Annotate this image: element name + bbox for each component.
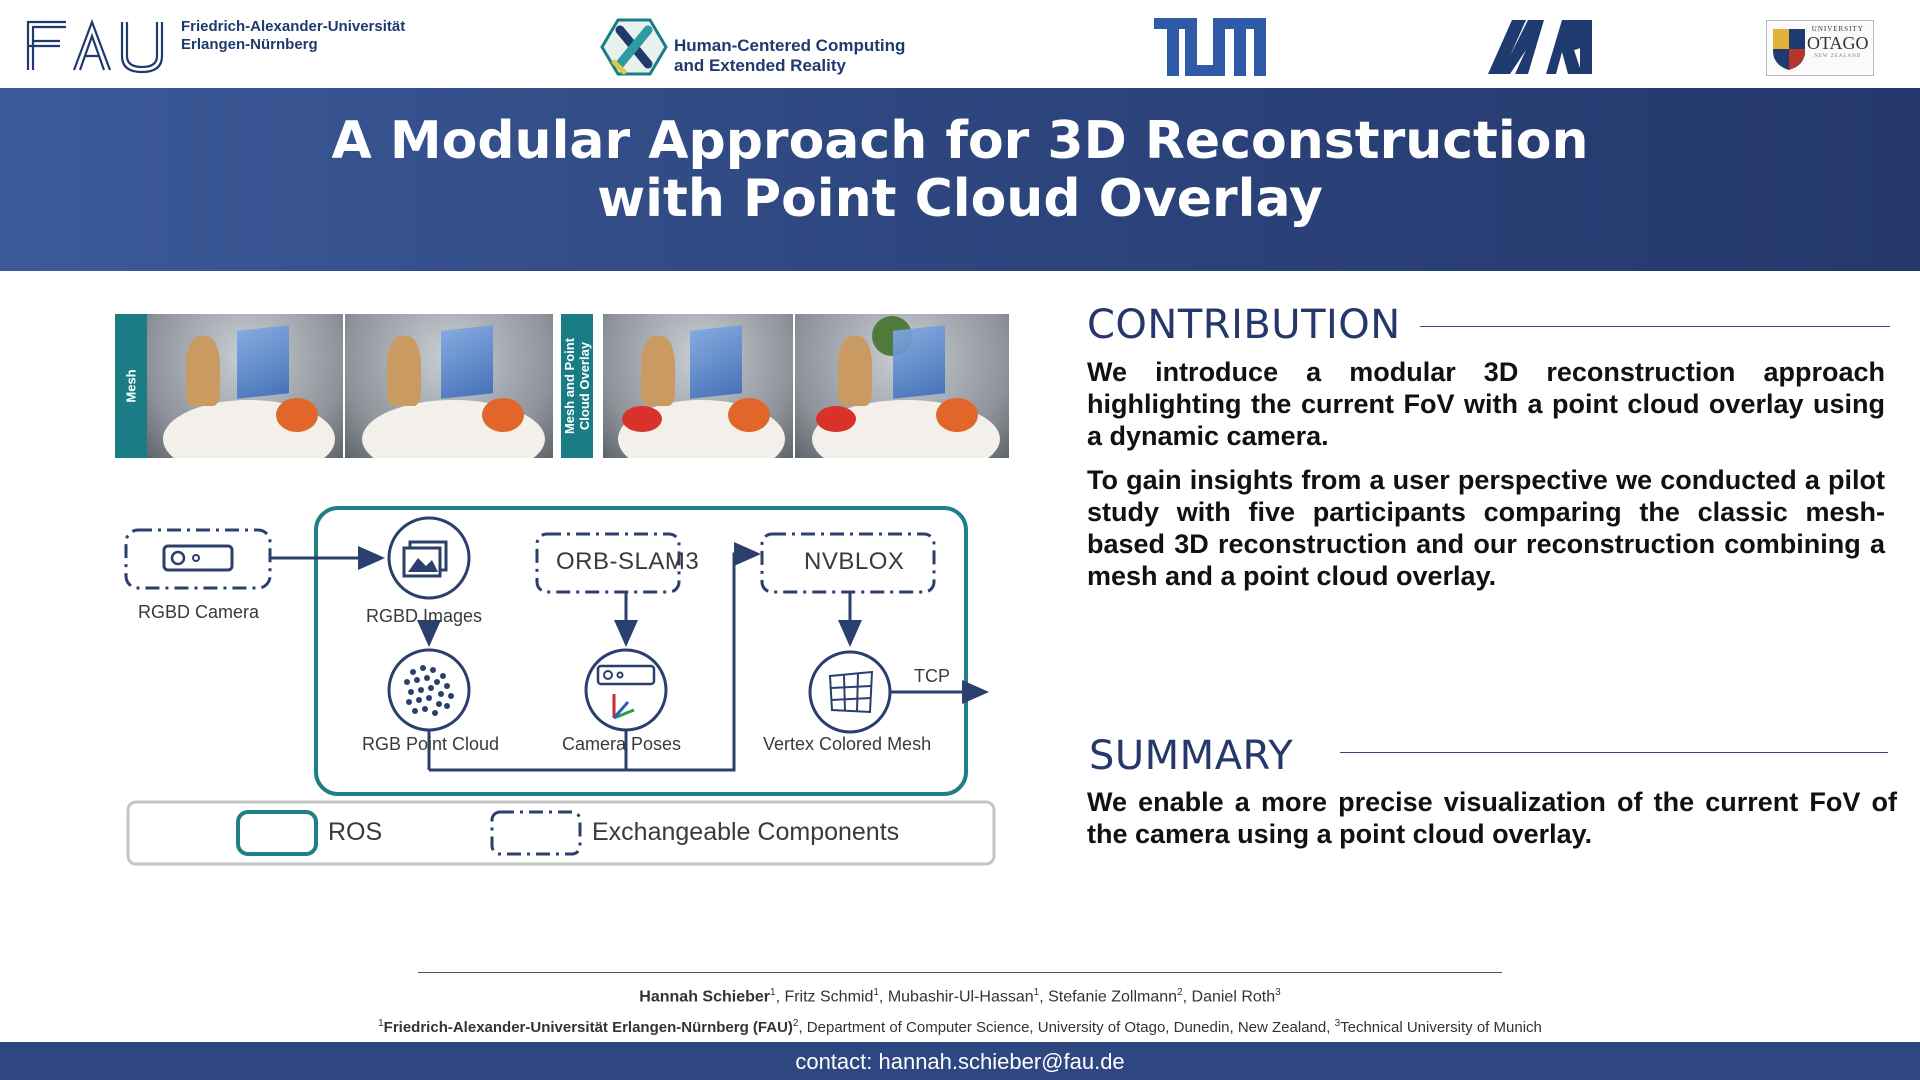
contact-email[interactable]: contact: hannah.schieber@fau.de: [795, 1049, 1125, 1074]
mri-logo-mark: [1488, 20, 1592, 74]
fau-line2: Erlangen-Nürnberg: [181, 36, 318, 53]
camera-poses-node: [584, 648, 668, 732]
author-3-sup: 1: [1033, 987, 1040, 998]
orb-slam3-box: [535, 532, 681, 594]
contribution-paragraph-1: We introduce a modular 3D reconstruction…: [1087, 357, 1885, 451]
label-rgb-point-cloud: RGB Point Cloud: [362, 734, 500, 754]
ros-container: [314, 506, 968, 796]
vertex-colored-mesh-node: [808, 650, 892, 734]
fau-logo: Friedrich-Alexander-Universität Erlangen…: [26, 18, 426, 78]
summary-rule: [1340, 752, 1888, 753]
label-orb-slam3: ORB-SLAM3: [556, 548, 700, 575]
legend-box: [126, 800, 996, 866]
hcx-logo-text: Human-Centered Computing and Extended Re…: [674, 36, 905, 76]
hcx-logo: Human-Centered Computing and Extended Re…: [600, 16, 930, 78]
affiliation-list: 1Friedrich-Alexander-Universität Erlange…: [0, 1018, 1920, 1036]
contact-bar: contact: hannah.schieber@fau.de: [0, 1042, 1920, 1080]
label-camera-poses: Camera Poses: [562, 734, 682, 754]
pipeline-diagram-graphics: [124, 506, 996, 866]
affil-2-sup: 2: [792, 1018, 799, 1029]
hcx-line1: Human-Centered Computing: [674, 36, 906, 55]
fau-line1: Friedrich-Alexander-Universität: [181, 18, 406, 35]
label-tcp: TCP: [914, 666, 950, 686]
label-rgbd-camera: RGBD Camera: [138, 602, 260, 622]
poster-title-line2: with Point Cloud Overlay: [597, 169, 1323, 229]
contribution-rule: [1420, 326, 1890, 327]
summary-heading: SUMMARY: [1089, 733, 1294, 779]
author-1: Hannah Schieber: [639, 988, 770, 1006]
author-5: , Daniel Roth: [1182, 988, 1276, 1006]
legend-exchangeable-label: Exchangeable Components: [592, 818, 900, 846]
logo-bar: Friedrich-Alexander-Universität Erlangen…: [0, 0, 1920, 88]
author-3: , Mubashir-Ul-Hassan: [878, 988, 1034, 1006]
tum-logo: [1154, 18, 1266, 81]
contribution-paragraph-2: To gain insights from a user perspective…: [1087, 465, 1885, 591]
overlay-photo-1: [603, 314, 793, 458]
author-4: , Stefanie Zollmann: [1039, 988, 1178, 1006]
fau-logo-mark: [26, 18, 164, 74]
strip-label-overlay: Mesh and Point Cloud Overlay: [561, 314, 593, 458]
summary-paragraph: We enable a more precise visualization o…: [1087, 787, 1897, 849]
otago-logo: UNIVERSITY OTAGO NEW ZEALAND: [1766, 20, 1874, 76]
hcx-logo-mark: [600, 18, 668, 76]
affil-3-sup: 3: [1334, 1018, 1341, 1029]
author-2: , Fritz Schmid: [775, 988, 874, 1006]
overlay-photo-2: [795, 314, 1009, 458]
strip-label-mesh-text: Mesh: [123, 369, 139, 403]
affil-3: Technical University of Munich: [1340, 1019, 1542, 1036]
pipeline-diagram: RGBD Camera RGBD Images ORB-SLAM3 NVBLOX…: [120, 500, 1010, 870]
otago-university: UNIVERSITY: [1811, 25, 1864, 33]
author-4-sup: 2: [1177, 987, 1183, 998]
hcx-line2: and Extended Reality: [674, 56, 846, 75]
legend-ros-swatch: [236, 810, 318, 856]
otago-country: NEW ZEALAND: [1814, 54, 1862, 59]
mri-logo: [1488, 18, 1592, 81]
otago-crest-icon: [1773, 29, 1805, 70]
label-rgbd-images: RGBD Images: [366, 606, 483, 626]
image-strip-mesh: Mesh: [115, 314, 553, 458]
strip-label-overlay-line1: Mesh and Point: [562, 337, 577, 435]
author-1-sup: 1: [770, 987, 776, 998]
author-2-sup: 1: [873, 987, 879, 998]
fau-logo-text: Friedrich-Alexander-Universität Erlangen…: [181, 18, 405, 54]
author-5-sup: 3: [1275, 987, 1281, 998]
tum-logo-mark: [1154, 18, 1266, 76]
author-list: Hannah Schieber1, Fritz Schmid1, Mubashi…: [0, 987, 1920, 1006]
strip-label-mesh: Mesh: [115, 314, 147, 458]
label-vertex-colored-mesh: Vertex Colored Mesh: [763, 734, 932, 754]
affil-2: , Department of Computer Science, Univer…: [798, 1019, 1335, 1036]
otago-name: OTAGO: [1807, 33, 1869, 53]
affil-1: Friedrich-Alexander-Universität Erlangen…: [383, 1019, 793, 1036]
legend-exchangeable-swatch: [490, 810, 582, 856]
label-nvblox: NVBLOX: [804, 548, 905, 575]
mesh-photo-2: [345, 314, 553, 458]
mesh-photo-1: [147, 314, 343, 458]
strip-label-overlay-line2: Cloud Overlay: [577, 341, 592, 431]
image-strip-overlay: Mesh and Point Cloud Overlay: [561, 314, 1009, 458]
footer-rule: [418, 972, 1502, 973]
contribution-heading: CONTRIBUTION: [1087, 302, 1401, 348]
affil-1-sup: 1: [378, 1018, 384, 1029]
title-banner: A Modular Approach for 3D Reconstruction…: [0, 88, 1920, 271]
otago-logo-text: UNIVERSITY OTAGO NEW ZEALAND: [1807, 25, 1869, 59]
nvblox-box: [760, 532, 936, 594]
strip-label-overlay-text: Mesh and Point Cloud Overlay: [562, 338, 592, 434]
poster-title-line1: A Modular Approach for 3D Reconstruction: [331, 111, 1589, 171]
legend-ros-label: ROS: [328, 818, 383, 846]
